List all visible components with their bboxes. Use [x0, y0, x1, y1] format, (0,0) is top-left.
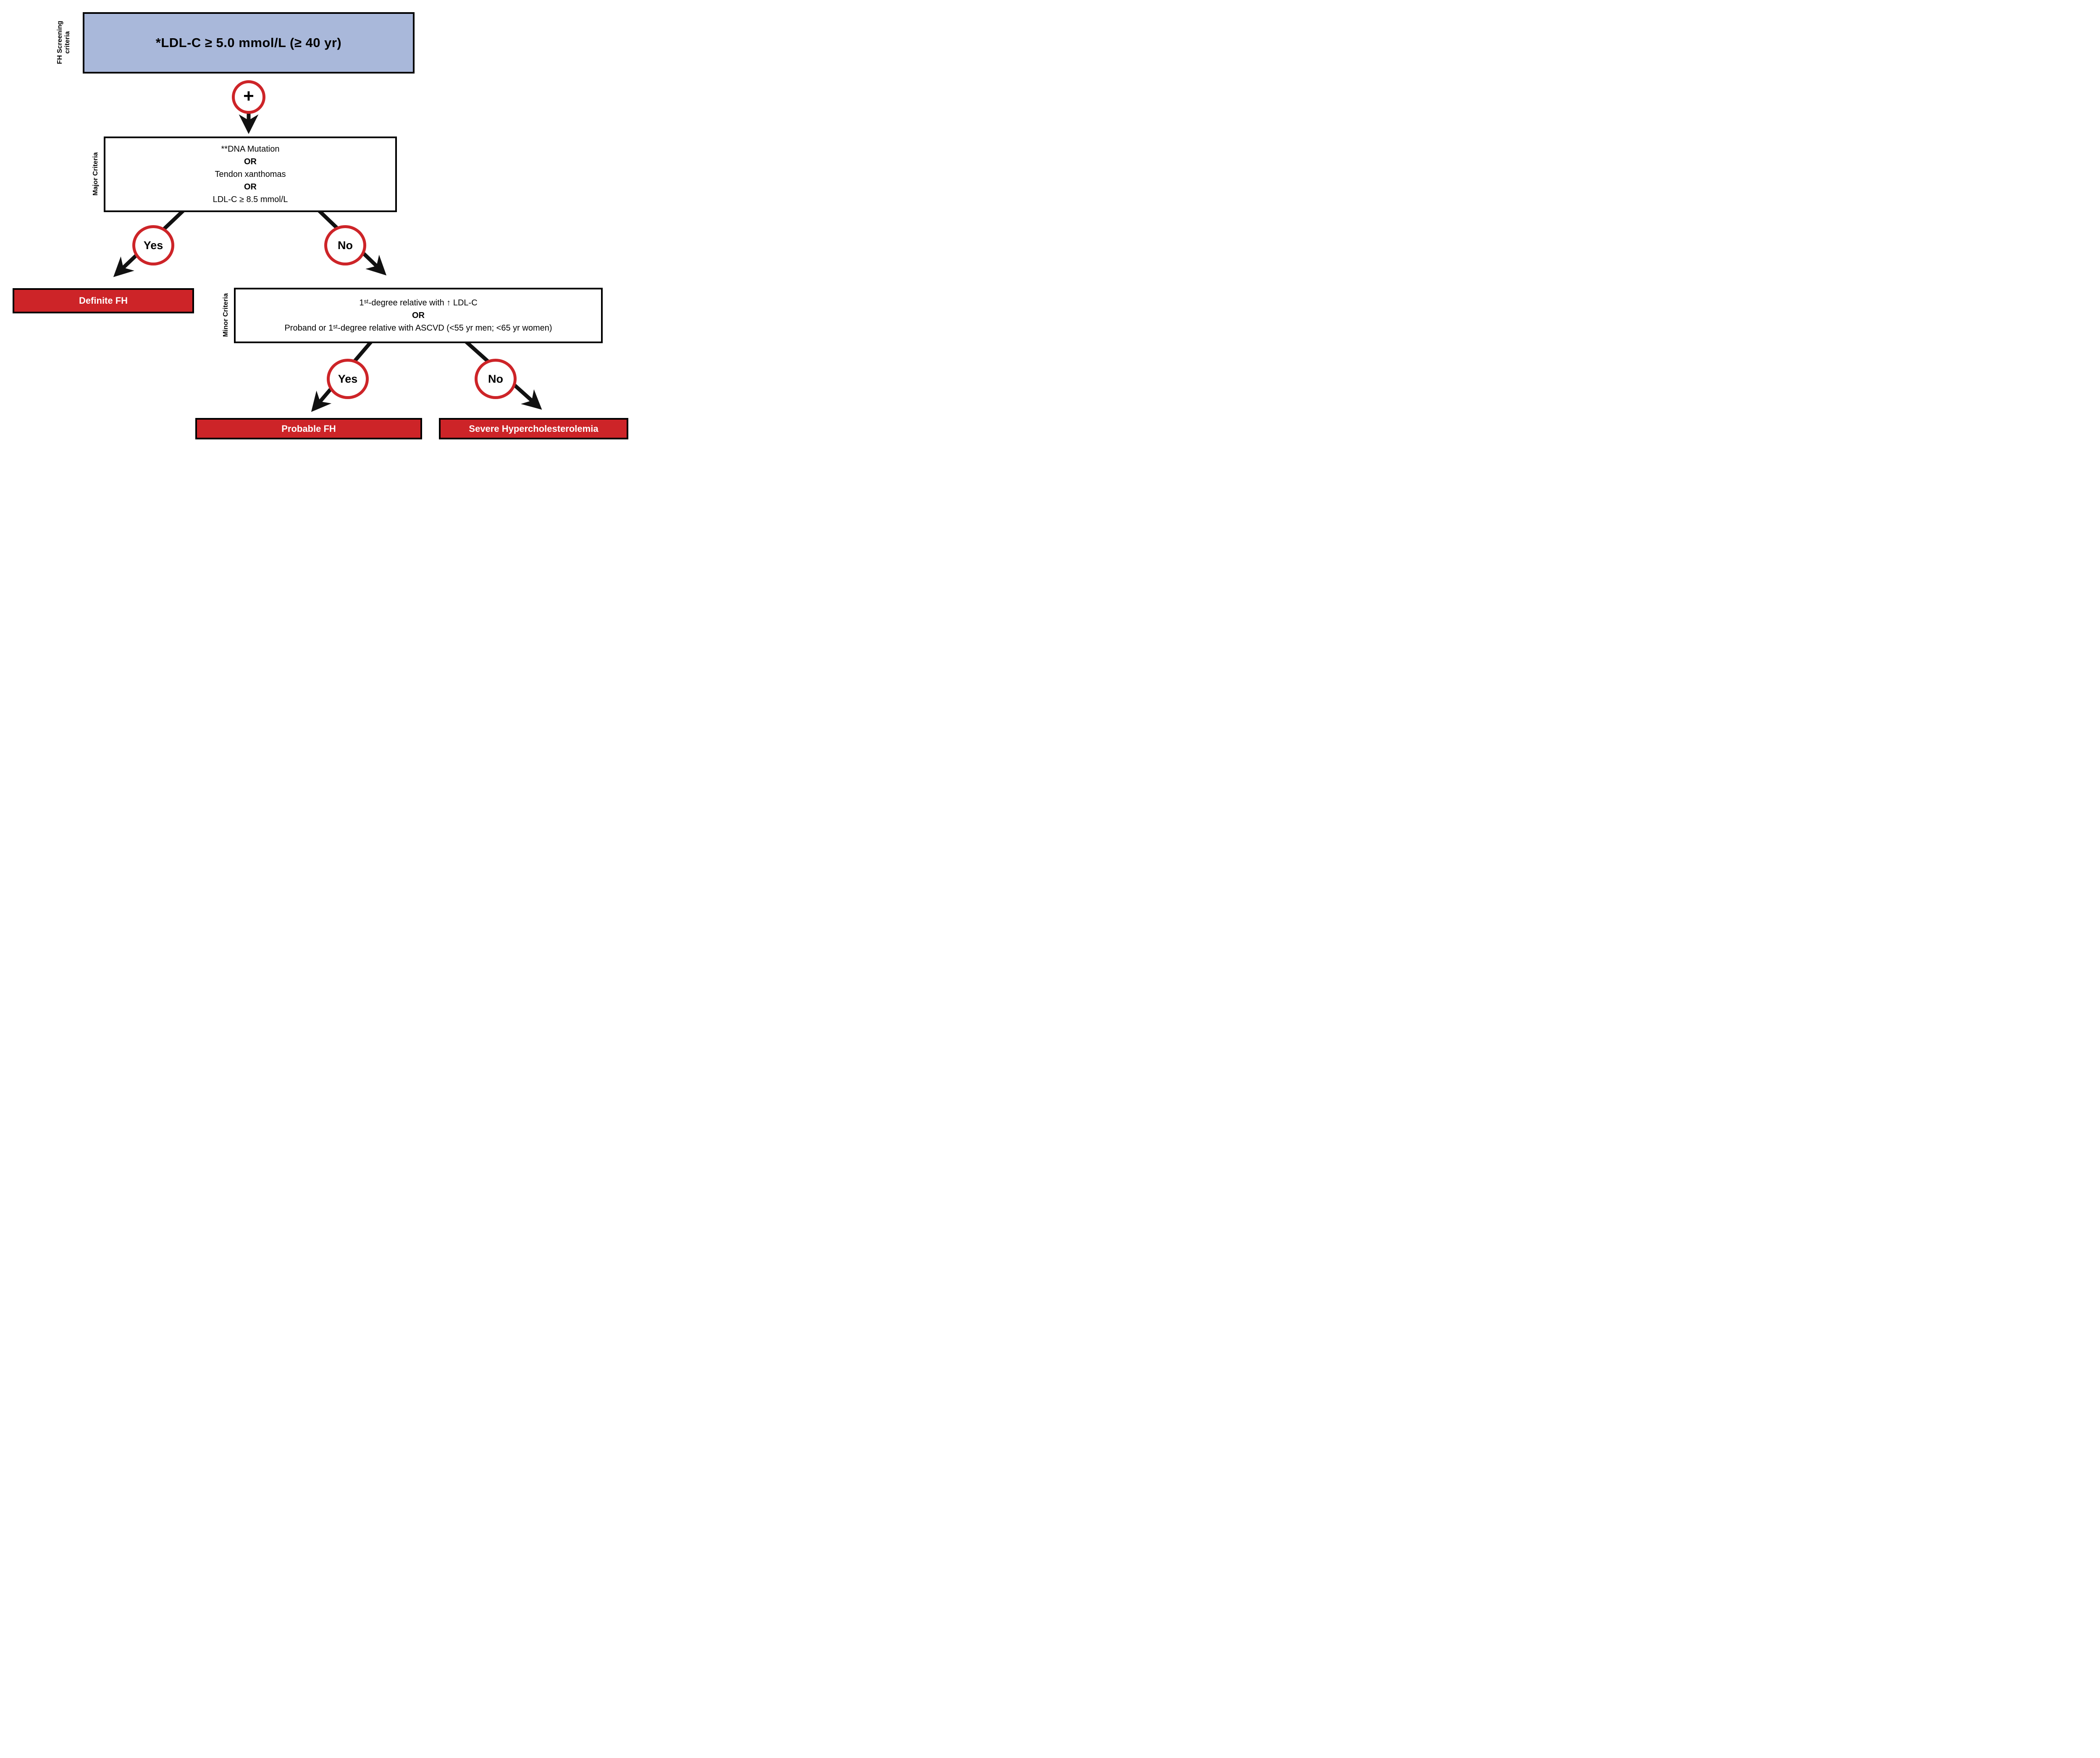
outcome-probable-label: Probable FH	[281, 423, 336, 434]
or-separator: OR	[244, 157, 257, 166]
or-separator: OR	[412, 311, 425, 320]
row-label-major-criteria: Major Criteria	[92, 152, 99, 196]
plus-connector-circle: +	[232, 80, 265, 114]
screening-criteria-text: *LDL-C ≥ 5.0 mmol/L (≥ 40 yr)	[155, 35, 342, 50]
outcome-definite-fh: Definite FH	[13, 288, 194, 313]
minor-criteria-box: 1ˢᵗ-degree relative with ↑ LDL-C OR Prob…	[234, 288, 603, 343]
decision-yes-label: Yes	[143, 239, 163, 252]
major-criteria-box: **DNA Mutation OR Tendon xanthomas OR LD…	[104, 137, 397, 212]
major-criteria-line: Tendon xanthomas	[215, 170, 286, 179]
row-label-minor-criteria: Minor Criteria	[222, 293, 229, 337]
minor-criteria-line: 1ˢᵗ-degree relative with ↑ LDL-C	[359, 298, 478, 307]
decision-no-label: No	[488, 372, 503, 385]
row-label-fh-screening-criteria: FH Screening criteria	[56, 21, 71, 64]
major-criteria-line: LDL-C ≥ 8.5 mmol/L	[213, 195, 288, 204]
major-criteria-line: **DNA Mutation	[221, 145, 280, 154]
or-separator: OR	[244, 182, 257, 192]
outcome-definite-label: Definite FH	[79, 295, 128, 306]
minor-criteria-line: Proband or 1ˢᵗ-degree relative with ASCV…	[284, 323, 552, 333]
plus-icon: +	[243, 86, 254, 106]
decision-yes-major: Yes	[132, 225, 174, 265]
decision-no-label: No	[338, 239, 353, 252]
decision-yes-label: Yes	[338, 372, 358, 385]
decision-no-minor: No	[475, 359, 517, 399]
outcome-probable-fh: Probable FH	[195, 418, 422, 439]
outcome-severe-hypercholesterolemia: Severe Hypercholesterolemia	[439, 418, 628, 439]
decision-yes-minor: Yes	[327, 359, 369, 399]
screening-criteria-box: *LDL-C ≥ 5.0 mmol/L (≥ 40 yr)	[83, 12, 415, 74]
fh-diagnosis-flowchart: FH Screening criteria Major Criteria Min…	[0, 0, 643, 439]
outcome-severe-label: Severe Hypercholesterolemia	[469, 423, 598, 434]
decision-no-major: No	[324, 225, 366, 265]
